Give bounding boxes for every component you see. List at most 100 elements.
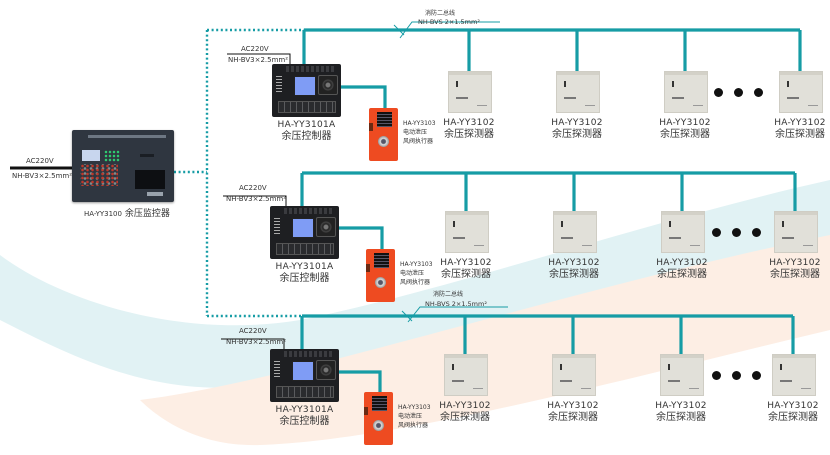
pressure-detector-device (772, 354, 816, 396)
detector-logo-mark (581, 388, 591, 389)
controller-label: HA-YY3101A 余压控制器 (267, 261, 342, 285)
detector-label: HA-YY3102 余压探测器 (433, 257, 499, 281)
detector-text-mark (782, 237, 794, 239)
detector-top-band (445, 355, 487, 358)
detector-logo-mark (474, 245, 484, 246)
monitor-lcd (82, 150, 100, 161)
bus-branch-3 (300, 314, 795, 392)
detector-indicator (782, 221, 784, 227)
actuator-model: HA-YY3103 (403, 120, 436, 127)
detector-label: HA-YY3102 余压探测器 (544, 117, 610, 141)
actuator-label: HA-YY3103 电动泄压 风阀执行器 (400, 260, 433, 287)
pressure-detector-device (556, 71, 600, 113)
actuator-display (377, 112, 392, 127)
monitor-model: HA-YY3100 (84, 210, 122, 218)
monitor-cable-label: NH-BV3×2.5mm² (12, 172, 73, 180)
actuator-line2: 风阀执行器 (400, 279, 431, 286)
detector-top-band (553, 355, 595, 358)
damper-actuator-device (364, 392, 393, 445)
detector-top-band (661, 355, 703, 358)
monitor-slot (140, 154, 154, 157)
detector-logo-mark (803, 245, 813, 246)
actuator-bracket (366, 264, 370, 272)
controller-dpad (318, 75, 338, 95)
ellipsis-dots-icon (712, 371, 761, 380)
detector-model: HA-YY3102 (547, 401, 599, 411)
controller-lcd (292, 361, 314, 381)
detector-name: 余压探测器 (444, 129, 494, 140)
controller-terminal-bottom (276, 243, 334, 255)
detector-model: HA-YY3102 (769, 258, 821, 268)
controller-label: HA-YY3101A 余压控制器 (269, 119, 344, 143)
detector-top-band (662, 212, 704, 215)
pressure-detector-device (553, 211, 597, 253)
controller-name: 余压控制器 (279, 273, 330, 284)
pressure-detector-device (664, 71, 708, 113)
actuator-line2: 风阀执行器 (403, 138, 434, 145)
dot (752, 228, 761, 237)
pressure-detector-device (779, 71, 823, 113)
ctrl-power-leader-3 (221, 338, 285, 349)
ctrl-power-label: AC220V (239, 184, 267, 192)
detector-indicator (456, 81, 458, 87)
controller-model: HA-YY3101A (275, 262, 334, 272)
monitor-led-panel (104, 150, 120, 162)
detector-model: HA-YY3102 (655, 401, 707, 411)
pressure-detector-device (448, 71, 492, 113)
detector-indicator (452, 364, 454, 370)
actuator-display (372, 396, 387, 411)
detector-label: HA-YY3102 余压探测器 (762, 257, 828, 281)
detector-indicator (668, 364, 670, 370)
detector-text-mark (456, 97, 468, 99)
bus-branch-2 (300, 171, 797, 249)
dot (714, 88, 723, 97)
detector-text-mark (672, 97, 684, 99)
detector-name: 余压探测器 (440, 412, 490, 423)
detector-top-band (775, 212, 817, 215)
actuator-knob (373, 420, 384, 431)
detector-indicator (780, 364, 782, 370)
dot (732, 371, 741, 380)
controller-terminal-top (286, 66, 336, 72)
detector-name: 余压探测器 (548, 412, 598, 423)
controller-model: HA-YY3101A (275, 405, 334, 415)
detector-text-mark (669, 237, 681, 239)
detector-label: HA-YY3102 余压探测器 (540, 400, 606, 424)
controller-name: 余压控制器 (279, 416, 330, 427)
ctrl-power-label: AC220V (241, 45, 269, 53)
ctrl-power-leader-2 (223, 195, 287, 206)
detector-logo-mark (690, 245, 700, 246)
detector-indicator (453, 221, 455, 227)
ellipsis-dots-icon (714, 88, 763, 97)
controller-terminal-top (284, 208, 334, 214)
ellipsis-dots-icon (712, 228, 761, 237)
detector-text-mark (564, 97, 576, 99)
ctrl-cable-label: NH-BV3×2.5mm² (226, 195, 287, 203)
detector-logo-mark (473, 388, 483, 389)
pressure-detector-device (661, 211, 705, 253)
detector-label: HA-YY3102 余压探测器 (649, 257, 715, 281)
detector-label: HA-YY3102 余压探测器 (541, 257, 607, 281)
dot (752, 371, 761, 380)
pressure-detector-device (445, 211, 489, 253)
ctrl-power-label: AC220V (239, 327, 267, 335)
actuator-line1: 电动泄压 (398, 413, 423, 420)
detector-indicator (561, 221, 563, 227)
detector-top-band (780, 72, 822, 75)
controller-lcd (294, 76, 316, 96)
monitor-keypad (80, 164, 118, 186)
controller-name: 余压控制器 (281, 131, 332, 142)
detector-indicator (564, 81, 566, 87)
damper-actuator-device (369, 108, 398, 161)
pressure-detector-device (774, 211, 818, 253)
detector-model: HA-YY3102 (443, 118, 495, 128)
actuator-knob (378, 136, 389, 147)
detector-indicator (787, 81, 789, 87)
detector-indicator (672, 81, 674, 87)
monitor-name: 余压监控器 (124, 209, 170, 219)
detector-model: HA-YY3102 (548, 258, 600, 268)
pressure-detector-device (444, 354, 488, 396)
detector-model: HA-YY3102 (774, 118, 826, 128)
detector-name: 余压探测器 (656, 412, 706, 423)
pressure-controller-device (270, 206, 339, 259)
